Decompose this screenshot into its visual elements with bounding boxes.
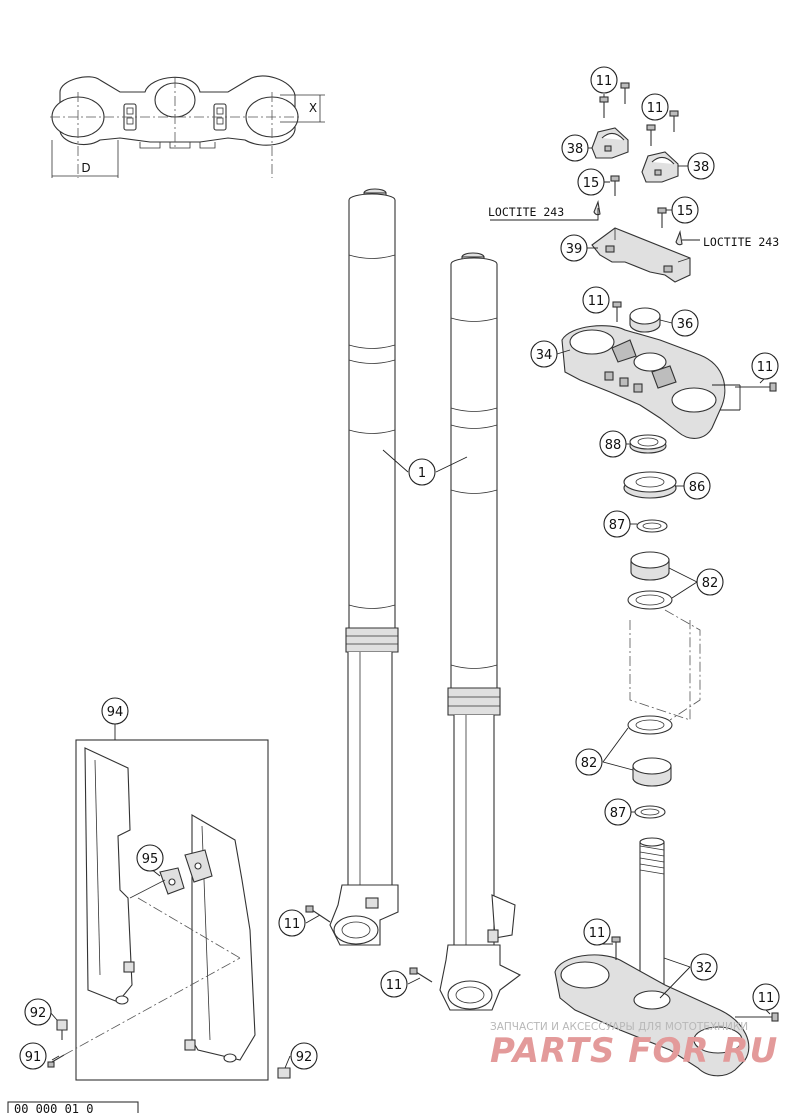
loctite-note-right: LOCTITE 243: [703, 235, 779, 249]
svg-text:11: 11: [757, 360, 774, 375]
svg-text:11: 11: [589, 926, 606, 941]
handlebar-clamp-parts: [591, 82, 691, 283]
svg-text:82: 82: [581, 756, 598, 771]
callout-86: 86: [683, 472, 711, 500]
svg-text:32: 32: [696, 961, 713, 976]
svg-text:91: 91: [25, 1050, 42, 1065]
callout-11: 11: [278, 909, 306, 937]
svg-text:11: 11: [588, 294, 605, 309]
svg-text:15: 15: [677, 204, 694, 219]
callout-87: 87: [603, 510, 631, 538]
callout-11: 11: [583, 918, 611, 946]
callout-92: 92: [24, 998, 52, 1026]
dimension-d-label: D: [81, 161, 90, 175]
svg-text:39: 39: [566, 242, 583, 257]
svg-text:38: 38: [693, 160, 710, 175]
callout-92: 92: [290, 1042, 318, 1070]
watermark-subtitle: ЗАПЧАСТИ И АКСЕССУАРЫ ДЛЯ МОТОТЕХНИКИ: [490, 1021, 748, 1033]
svg-text:11: 11: [596, 74, 613, 89]
callout-88: 88: [599, 430, 627, 458]
steering-bearing-parts: [623, 434, 701, 819]
upper-triple-clamp: [561, 301, 777, 439]
callout-82: 82: [696, 568, 724, 596]
callout-11: 11: [590, 66, 618, 94]
callout-91: 91: [19, 1042, 47, 1070]
svg-text:11: 11: [386, 978, 403, 993]
callout-11: 11: [582, 286, 610, 314]
callout-11: 11: [380, 970, 408, 998]
svg-text:36: 36: [677, 317, 694, 332]
callout-34: 34: [530, 340, 558, 368]
fork-leg-right: [439, 252, 522, 1011]
callout-38: 38: [687, 152, 715, 180]
svg-text:87: 87: [609, 518, 626, 533]
callout-15: 15: [671, 196, 699, 224]
triple-clamp-dimension-detail: D X: [50, 75, 325, 178]
callout-11: 11: [641, 93, 669, 121]
svg-text:94: 94: [107, 705, 124, 720]
svg-text:11: 11: [284, 917, 301, 932]
svg-text:11: 11: [758, 991, 775, 1006]
svg-text:95: 95: [142, 852, 159, 867]
drawing-code: 00 000 01 0: [14, 1102, 93, 1113]
dimension-x-label: X: [309, 101, 317, 115]
callout-38: 38: [561, 134, 589, 162]
fork-pinch-screws: [305, 905, 433, 983]
fork-leg-left: [329, 188, 399, 946]
svg-text:38: 38: [567, 142, 584, 157]
svg-text:82: 82: [702, 576, 719, 591]
callout-1: 1: [408, 458, 436, 486]
leader-lines: [49, 94, 771, 1069]
callout-39: 39: [560, 234, 588, 262]
svg-text:86: 86: [689, 480, 706, 495]
callout-94: 94: [101, 697, 129, 725]
svg-text:87: 87: [610, 806, 627, 821]
svg-text:34: 34: [536, 348, 553, 363]
svg-text:15: 15: [583, 176, 600, 191]
callout-87: 87: [604, 798, 632, 826]
svg-text:1: 1: [418, 466, 426, 481]
svg-text:92: 92: [296, 1050, 313, 1065]
callout-11: 11: [751, 352, 779, 380]
callout-11: 11: [752, 983, 780, 1011]
callout-15: 15: [577, 168, 605, 196]
svg-text:92: 92: [30, 1006, 47, 1021]
callout-32: 32: [690, 953, 718, 981]
fork-protector-group: [47, 724, 291, 1081]
svg-text:88: 88: [605, 438, 622, 453]
callout-82: 82: [575, 748, 603, 776]
lower-triple-clamp: [554, 837, 779, 1077]
callout-95: 95: [136, 844, 164, 872]
loctite-note-left: LOCTITE 243: [488, 205, 564, 219]
svg-text:11: 11: [647, 101, 664, 116]
callout-36: 36: [671, 309, 699, 337]
watermark-logo: PARTS FOR RU: [490, 1031, 778, 1071]
